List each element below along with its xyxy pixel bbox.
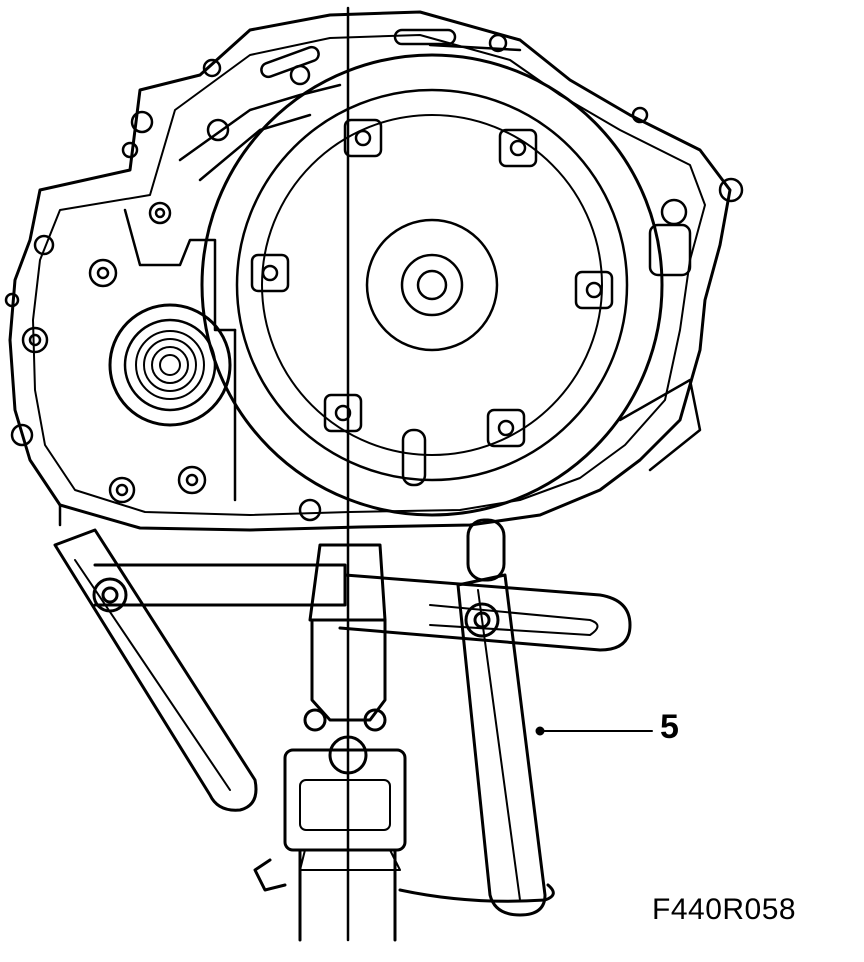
transmission-housing [8,10,732,532]
housing-inner-rim [32,34,706,516]
starter-slot [401,428,427,487]
housing-ribs [58,28,702,527]
transmission-jack [253,543,407,942]
converter-hub-ring [365,218,499,352]
fixture-crossbar [93,563,632,652]
bell-housing-inner [235,88,629,482]
left-support-arm [53,528,258,812]
converter-lugs [250,118,614,448]
converter-center [416,269,448,301]
output-flange [108,303,232,427]
housing-bolt-holes [4,33,744,522]
converter-hub [400,253,464,317]
callout-5-label: 5 [660,708,679,746]
torque-converter [261,114,603,456]
bell-housing-outer [200,53,664,517]
support-arm-5 [398,518,555,917]
figure-code: F440R058 [652,893,797,926]
callout-leader-dot [535,726,545,736]
